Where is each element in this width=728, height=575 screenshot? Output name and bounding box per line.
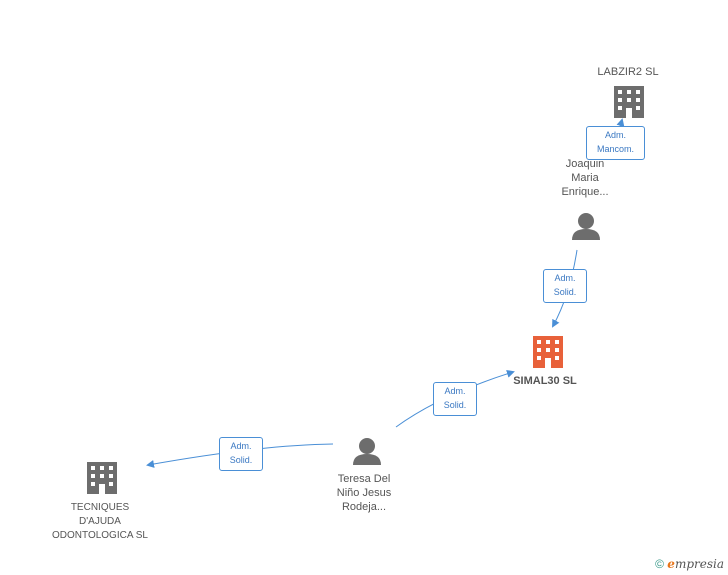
person-icon[interactable] — [353, 438, 381, 465]
building-icon[interactable] — [614, 86, 644, 118]
label-line: Niño Jesus — [336, 487, 392, 499]
edge-label-line: Adm. — [604, 130, 626, 140]
copyright-icon: © — [655, 557, 664, 571]
node-label-tecniques[interactable]: TECNIQUES D'AJUDA ODONTOLOGICA SL — [30, 501, 170, 543]
edge-label-adm-solid[interactable]: Adm. Solid. — [543, 269, 587, 303]
node-label-simal30[interactable]: SIMAL30 SL — [513, 375, 577, 387]
label-line: Enrique... — [561, 186, 609, 198]
node-label-teresa[interactable]: Teresa Del Niño Jesus Rodeja... — [294, 472, 434, 514]
edge-label-line: Mancom. — [596, 144, 634, 154]
node-label-labzir2[interactable]: LABZIR2 SL — [597, 66, 659, 78]
label-line: Rodeja... — [341, 501, 387, 513]
edge-label-line: Adm. — [230, 441, 252, 451]
label-line: Teresa Del — [337, 473, 391, 485]
edge-label-line: Adm. — [444, 386, 466, 396]
building-icon[interactable] — [87, 462, 117, 494]
building-icon[interactable] — [533, 336, 563, 368]
label-line: D'AJUDA — [79, 516, 121, 527]
brand-logo: empresia — [667, 557, 724, 571]
person-icon[interactable] — [572, 213, 600, 240]
edge-label-line: Solid. — [443, 400, 467, 410]
label-line: TECNIQUES — [70, 502, 130, 513]
edge-label-line: Solid. — [229, 455, 253, 465]
label-line: Maria — [571, 172, 599, 184]
empresia-watermark: © empresia — [655, 557, 724, 571]
label-line: ODONTOLOGICA SL — [52, 530, 148, 541]
node-label-joaquin[interactable]: Joaquin Maria Enrique... — [515, 157, 655, 199]
edge-label-adm-solid[interactable]: Adm. Solid. — [433, 382, 477, 416]
edge-label-line: Solid. — [553, 287, 577, 297]
label-line: Joaquin — [565, 158, 605, 170]
edge-label-line: Adm. — [554, 273, 576, 283]
edge-label-adm-solid[interactable]: Adm. Solid. — [219, 437, 263, 471]
edge-label-adm-mancom[interactable]: Adm. Mancom. — [586, 126, 645, 160]
